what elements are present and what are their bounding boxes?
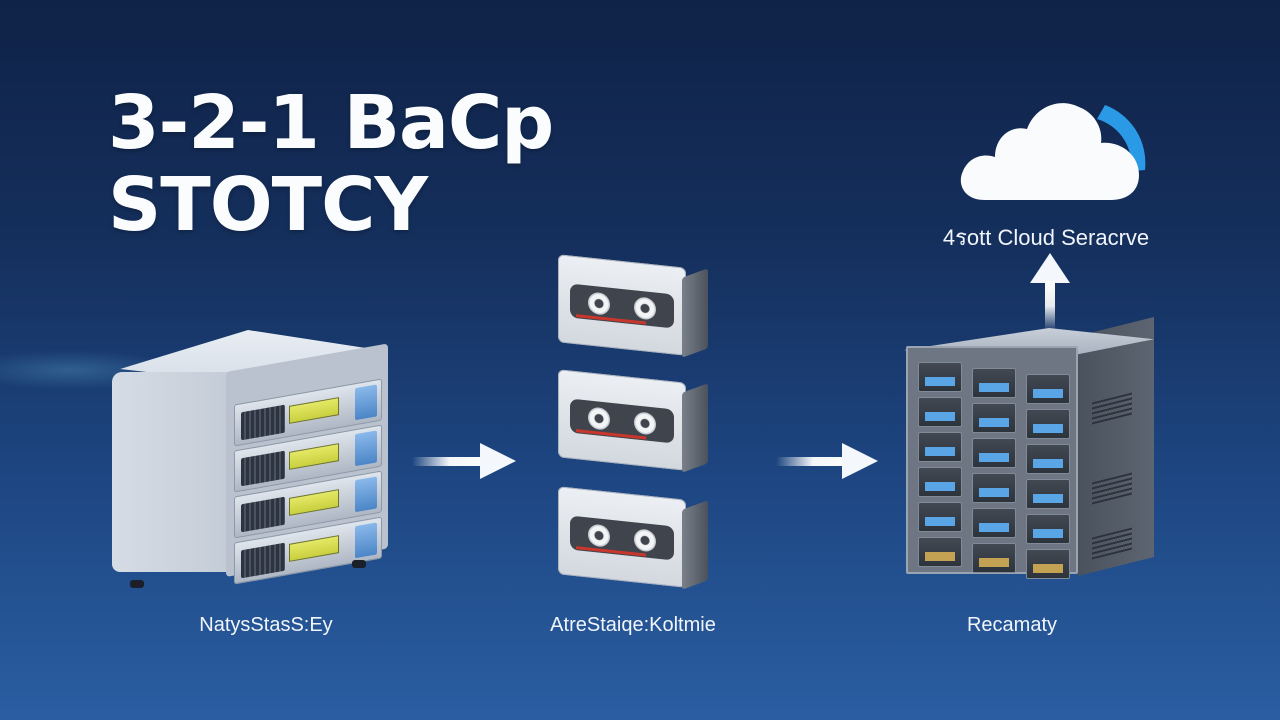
tape-slot [972, 473, 1016, 503]
tape-cartridge-icon [558, 485, 710, 590]
tape-slot [972, 508, 1016, 538]
tape-slot [1026, 549, 1070, 579]
cloud-accent-arc [1097, 105, 1146, 171]
tape-slot [918, 397, 962, 427]
library-side [1078, 317, 1154, 576]
stage-label-nas: NatysStasS:Ey [199, 614, 333, 636]
library-front [906, 346, 1078, 579]
tape-slot [972, 368, 1016, 398]
arrow-up-to-cloud [1030, 253, 1070, 333]
arrow-nas-to-tapes [412, 443, 516, 479]
lcd-display [289, 397, 339, 424]
lcd-display [289, 489, 339, 516]
tape-slot [1026, 444, 1070, 474]
nas-server-icon [108, 330, 390, 592]
nas-side [112, 372, 230, 572]
arrow-shaft [412, 457, 496, 466]
tape-cartridge-icon [558, 368, 710, 473]
arrow-head [842, 443, 878, 479]
tape-slot [918, 467, 962, 497]
title-line-2: STOTCY [108, 162, 428, 248]
arrow-head [1030, 253, 1070, 283]
lcd-display [289, 535, 339, 562]
cloud-icon [960, 103, 1146, 200]
arrow-head [480, 443, 516, 479]
stage-label-library: Recamaty [966, 614, 1058, 636]
tape-slot [1026, 479, 1070, 509]
tape-slot [1026, 409, 1070, 439]
tape-cartridge-icon [558, 253, 710, 358]
tape-slot [918, 432, 962, 462]
cloud-body [960, 103, 1139, 200]
tape-slot [972, 543, 1016, 573]
arrow-shaft [1045, 281, 1055, 331]
tape-slot [918, 537, 962, 567]
tape-slot [918, 502, 962, 532]
page-title: 3-2-1 BaCp STOTCY [108, 80, 554, 248]
title-line-1: 3-2-1 BaCp [108, 80, 554, 166]
cloud-label: 4รott Cloud Seracrve [942, 225, 1150, 250]
lcd-display [289, 443, 339, 470]
nas-foot [130, 580, 144, 588]
tape-slot [972, 403, 1016, 433]
tape-slot [972, 438, 1016, 468]
tape-library-icon [900, 317, 1156, 586]
tape-slot [918, 362, 962, 392]
nas-foot [352, 560, 366, 568]
arrow-tapes-to-library [776, 443, 878, 479]
stage-label-tapes: AtreStaiqe:Koltmie [550, 614, 716, 636]
arrow-shaft [776, 457, 858, 466]
tape-slot [1026, 374, 1070, 404]
tape-slot [1026, 514, 1070, 544]
nas-front [226, 343, 388, 585]
